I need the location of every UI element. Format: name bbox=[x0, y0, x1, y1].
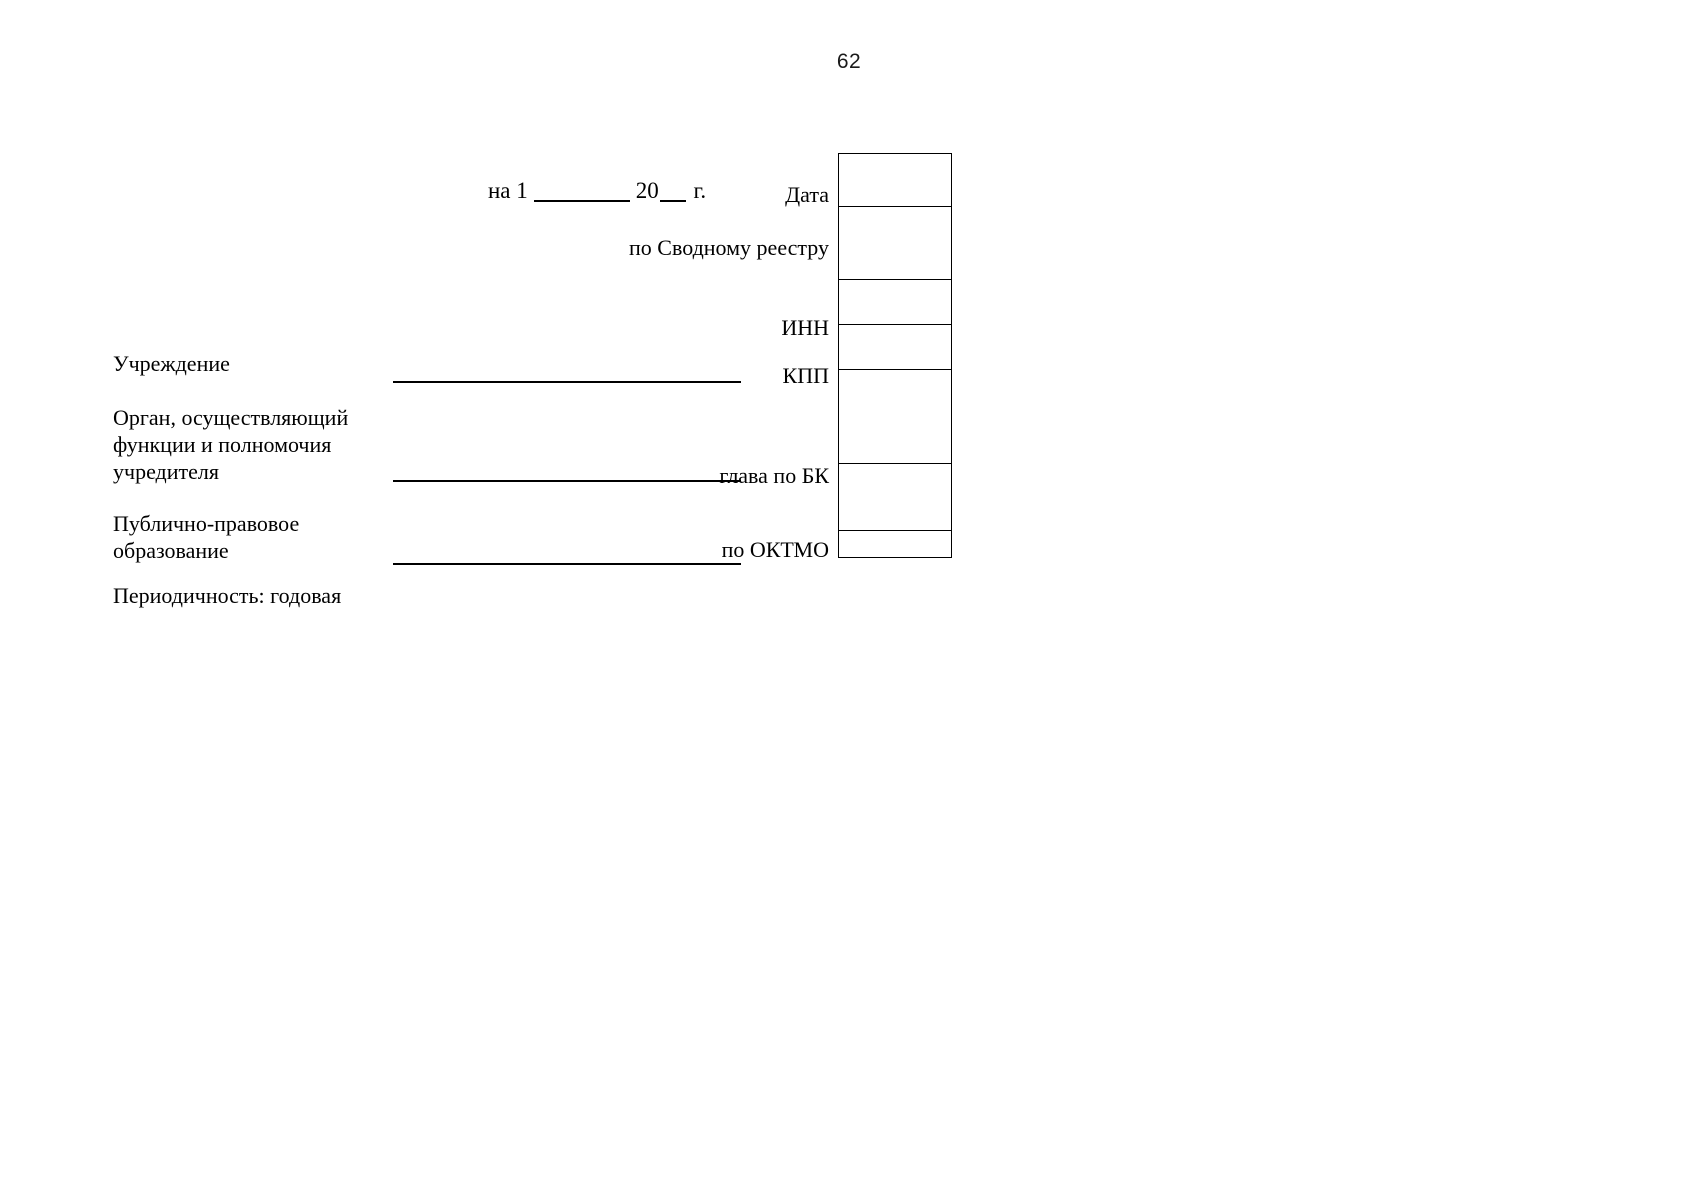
page-number: 62 bbox=[836, 50, 862, 73]
label-kpp: КПП bbox=[782, 363, 829, 388]
date-line-suffix: г. bbox=[693, 178, 707, 203]
label-chapter-bk: глава по БК bbox=[719, 463, 829, 488]
kpp-box[interactable] bbox=[838, 324, 952, 369]
label-periodicity: Периодичность: годовая bbox=[113, 583, 342, 608]
label-consolidated-register: по Сводному реестру bbox=[629, 235, 829, 260]
month-blank-field[interactable] bbox=[533, 200, 630, 202]
consolidated-register-box[interactable] bbox=[838, 206, 952, 279]
report-date-line: на 1 20 г. bbox=[488, 178, 706, 204]
year-blank-field[interactable] bbox=[659, 200, 686, 202]
institution-fill-line[interactable] bbox=[393, 381, 741, 383]
label-date: Дата bbox=[785, 182, 829, 207]
chapter-bk-box[interactable] bbox=[838, 369, 952, 463]
inn-box[interactable] bbox=[838, 279, 952, 324]
label-public-legal-entity: Публично-правовое образование bbox=[113, 511, 300, 563]
date-line-prefix: на 1 bbox=[488, 178, 528, 203]
label-inn: ИНН bbox=[781, 315, 829, 340]
label-institution: Учреждение bbox=[113, 351, 230, 376]
label-founder-body: Орган, осуществляющий функции и полномоч… bbox=[113, 405, 349, 484]
date-box[interactable] bbox=[838, 153, 952, 206]
label-oktmo: по ОКТМО bbox=[721, 537, 829, 562]
oktmo-box[interactable] bbox=[838, 463, 952, 530]
extra-box[interactable] bbox=[838, 530, 952, 558]
founder-body-fill-line[interactable] bbox=[393, 480, 741, 482]
date-line-year-prefix: 20 bbox=[635, 178, 659, 203]
code-box-column bbox=[838, 153, 952, 558]
public-legal-entity-fill-line[interactable] bbox=[393, 563, 741, 565]
